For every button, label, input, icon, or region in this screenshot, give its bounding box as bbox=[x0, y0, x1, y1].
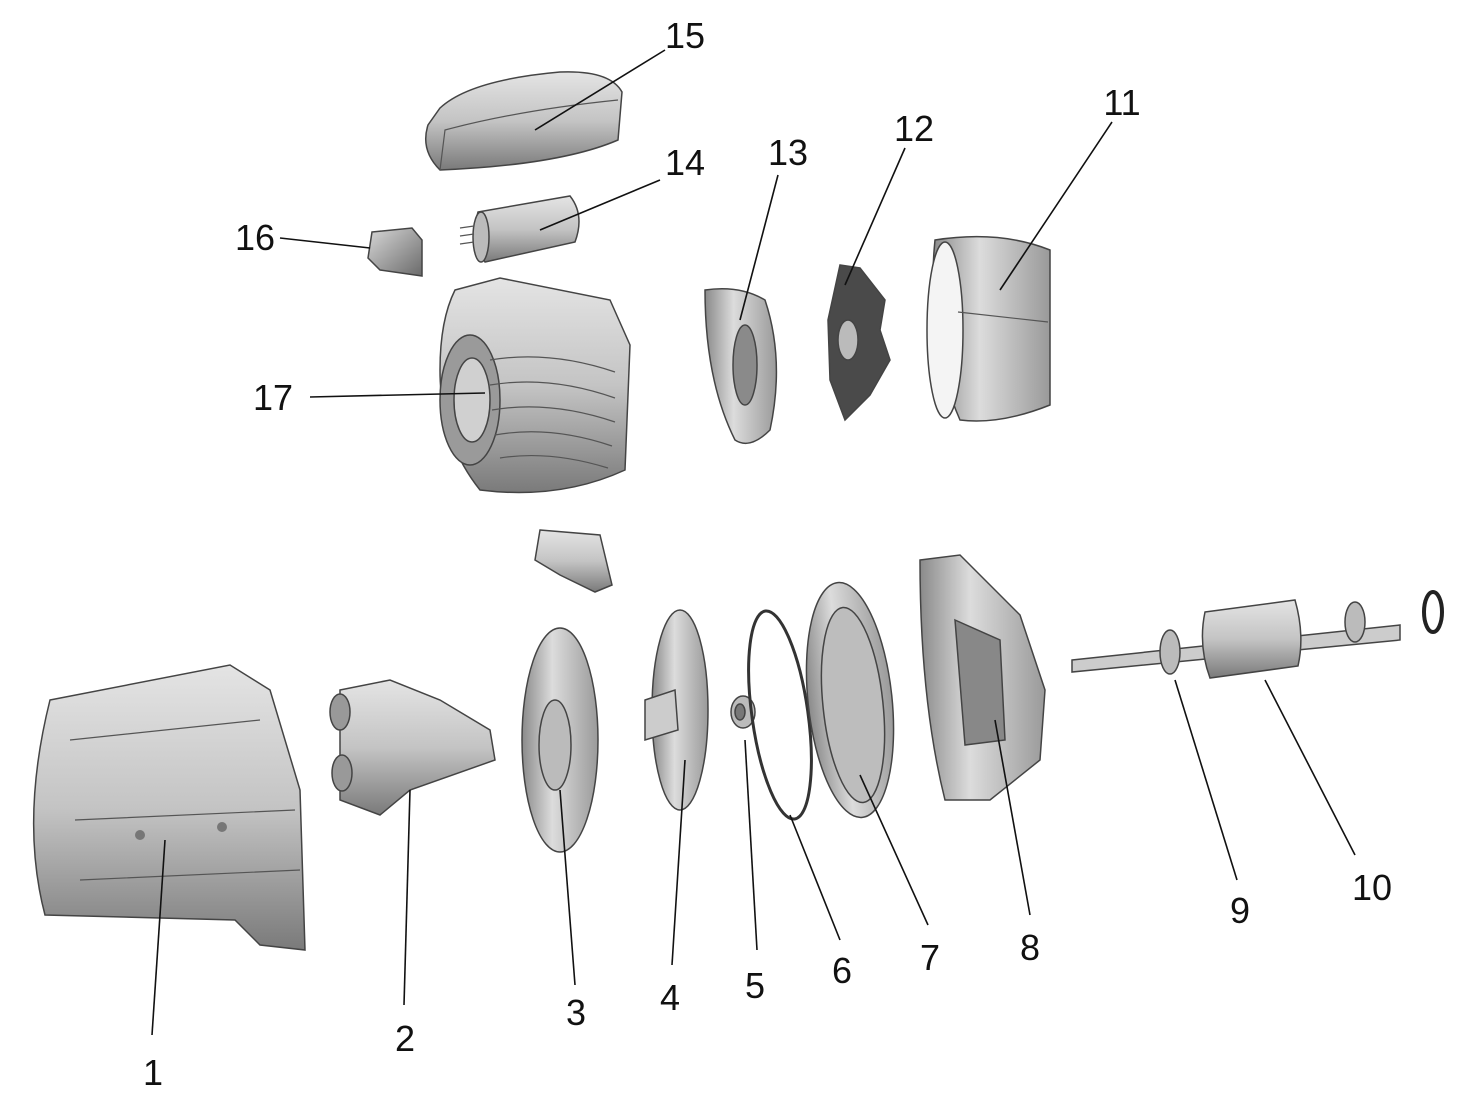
bracket bbox=[534, 529, 613, 593]
label-part-16: 16 bbox=[235, 217, 275, 258]
terminal-cover bbox=[425, 71, 623, 171]
label-part-17: 17 bbox=[253, 377, 293, 418]
label-part-14: 14 bbox=[665, 142, 705, 183]
label-part-12: 12 bbox=[894, 108, 934, 149]
seal-plate bbox=[805, 581, 895, 819]
label-part-1: 1 bbox=[143, 1052, 163, 1093]
label-part-15: 15 bbox=[665, 15, 705, 56]
o-ring bbox=[747, 609, 813, 821]
label-part-5: 5 bbox=[745, 965, 765, 1006]
motor-bracket bbox=[919, 554, 1046, 801]
capacitor bbox=[459, 195, 580, 263]
label-part-8: 8 bbox=[1020, 927, 1040, 968]
circlip bbox=[1422, 590, 1444, 634]
pump-body bbox=[32, 664, 306, 951]
part-labels: 1 2 3 4 5 6 7 8 9 10 11 12 13 14 15 16 1… bbox=[143, 15, 1392, 1093]
switch-block bbox=[367, 227, 423, 277]
label-part-3: 3 bbox=[566, 992, 586, 1033]
leader-lines bbox=[151, 49, 1356, 1036]
cooling-fan bbox=[827, 264, 891, 422]
label-part-9: 9 bbox=[1230, 890, 1250, 931]
label-part-13: 13 bbox=[768, 132, 808, 173]
fan-cover-bracket bbox=[704, 288, 778, 445]
label-part-6: 6 bbox=[832, 950, 852, 991]
rotor-shaft bbox=[1071, 599, 1401, 679]
label-part-10: 10 bbox=[1352, 867, 1392, 908]
ejector bbox=[329, 679, 496, 816]
label-part-2: 2 bbox=[395, 1018, 415, 1059]
label-part-4: 4 bbox=[660, 977, 680, 1018]
impeller bbox=[644, 609, 709, 811]
motor-housing bbox=[439, 277, 631, 494]
fan-cover bbox=[926, 235, 1051, 422]
label-part-11: 11 bbox=[1103, 82, 1140, 123]
label-part-7: 7 bbox=[920, 937, 940, 978]
diffuser bbox=[521, 627, 599, 853]
